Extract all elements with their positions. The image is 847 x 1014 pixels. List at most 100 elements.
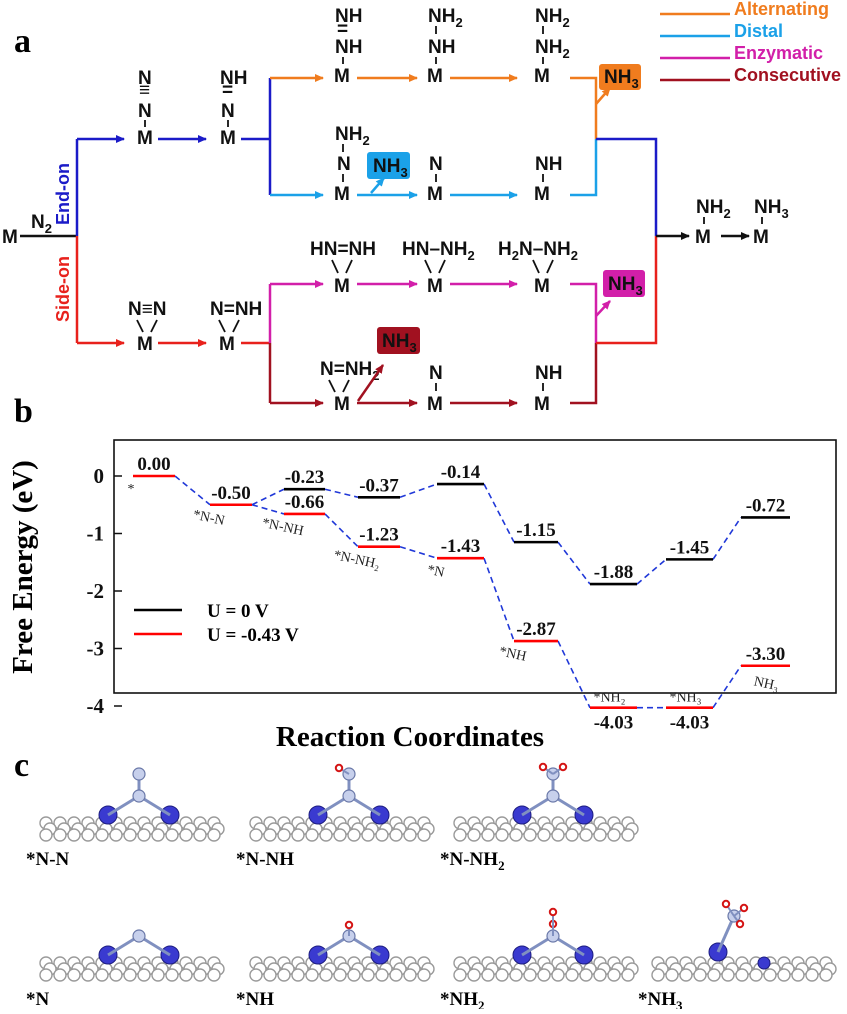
svg-text:M: M	[534, 276, 550, 297]
carbon-atom	[137, 968, 151, 982]
svg-text:M: M	[534, 184, 550, 205]
carbon-atom	[523, 968, 537, 982]
hydrogen-atom	[538, 762, 548, 772]
plot-frame	[113, 439, 837, 694]
hydrogen-atom	[344, 920, 354, 930]
end-on-label: End-on	[53, 163, 73, 225]
y-ticks: 0-1-2-3-4	[87, 464, 122, 718]
structure-item: *N-NH2	[440, 762, 639, 873]
pathway-connectors	[174, 475, 742, 709]
carbon-atom	[277, 968, 291, 982]
carbon-atom	[109, 968, 123, 982]
carbon-atom	[509, 828, 523, 842]
level-connector	[712, 516, 742, 560]
species-m-h2n-nh2: H2N–NH2 M	[498, 239, 578, 297]
carbon-atom	[151, 968, 165, 982]
end-on-branch: N ≡ N M NH = N M NH = NH	[77, 6, 658, 236]
energy-value-label: -0.66	[285, 492, 325, 513]
nitrogen-atom	[132, 929, 146, 943]
species-m-side-n: N M	[427, 363, 443, 415]
carbon-atom	[53, 968, 67, 982]
svg-text:NH2: NH2	[696, 197, 731, 221]
species-m-n-nh: NH = N M	[220, 68, 247, 149]
energy-levels: 0.00*-0.50*N-N-0.23-0.66*N-NH-0.37-1.23*…	[128, 454, 790, 734]
structure-label: *NH3	[638, 989, 683, 1009]
carbon-atom	[123, 828, 137, 842]
carbon-atom	[361, 968, 375, 982]
carbon-atom	[81, 828, 95, 842]
carbon-atom	[389, 968, 403, 982]
carbon-atom	[95, 828, 109, 842]
carbon-atom	[679, 968, 693, 982]
carbon-atom	[721, 968, 735, 982]
carbon-atom	[467, 968, 481, 982]
carbon-atom	[207, 968, 221, 982]
svg-text:NH: NH	[428, 37, 455, 58]
start-metal: M	[2, 227, 18, 248]
svg-text:M: M	[534, 394, 550, 415]
svg-text:M: M	[219, 334, 235, 355]
carbon-atom	[551, 968, 565, 982]
carbon-atom	[361, 828, 375, 842]
carbon-atom	[347, 828, 361, 842]
species-label: *NH₃	[669, 691, 701, 706]
nitrogen-atom	[132, 789, 146, 803]
svg-text:M: M	[220, 128, 236, 149]
structure-label: *N-NH2	[440, 849, 505, 873]
energy-value-label: -1.88	[594, 562, 634, 583]
energy-value-label: -4.03	[670, 713, 710, 734]
carbon-atom	[665, 968, 679, 982]
legend-item-u043: U = -0.43 V	[134, 625, 299, 646]
legend-label: Distal	[734, 21, 783, 41]
nh3-box-distal: NH3	[367, 152, 410, 180]
carbon-atom	[375, 828, 389, 842]
carbon-atom	[39, 828, 53, 842]
hydrogen-atom	[548, 907, 558, 917]
carbon-atom	[277, 828, 291, 842]
carbon-atom	[621, 968, 635, 982]
legend-label: Enzymatic	[734, 43, 823, 63]
svg-text:NH: NH	[335, 6, 362, 27]
carbon-atom	[467, 828, 481, 842]
carbon-atom	[179, 828, 193, 842]
carbon-atom	[291, 968, 305, 982]
hydrogen-atom	[739, 903, 749, 913]
carbon-atom	[523, 828, 537, 842]
carbon-atom	[403, 828, 417, 842]
svg-text:N: N	[337, 154, 351, 175]
carbon-atom	[453, 828, 467, 842]
legend-item-enzymatic: Enzymatic	[660, 43, 823, 63]
energy-value-label: -1.15	[516, 520, 556, 541]
nh3-box-consecutive: NH3	[377, 327, 420, 355]
nh3-box-alternating: NH3	[599, 64, 641, 91]
svg-text:NH3: NH3	[608, 274, 643, 298]
legend-item-consecutive: Consecutive	[660, 65, 841, 85]
start-species: M N2	[2, 212, 76, 248]
carbon-atom	[651, 968, 665, 982]
svg-text:H2N–NH2: H2N–NH2	[498, 239, 578, 263]
species-label: *N-NH₂	[332, 548, 381, 572]
carbon-atom	[263, 828, 277, 842]
energy-value-label: -0.50	[211, 483, 251, 504]
carbon-atom	[593, 968, 607, 982]
carbon-atom	[735, 968, 749, 982]
hydrogen-atom	[334, 763, 344, 773]
level-connector	[399, 545, 438, 559]
carbon-atom	[537, 968, 551, 982]
carbon-atom	[67, 828, 81, 842]
carbon-atom	[165, 828, 179, 842]
x-axis-label: Reaction Coordinates	[276, 721, 544, 753]
carbon-atom	[403, 968, 417, 982]
carbon-atom	[95, 968, 109, 982]
level-connector	[483, 557, 515, 642]
carbon-atom	[537, 828, 551, 842]
carbon-atom	[193, 968, 207, 982]
carbon-atom	[53, 828, 67, 842]
svg-text:NH: NH	[535, 154, 562, 175]
carbon-atom	[165, 968, 179, 982]
carbon-atom	[151, 828, 165, 842]
energy-value-label: -1.23	[359, 525, 399, 546]
structure-label: *N-N	[26, 849, 70, 870]
structure-label: *N-NH	[236, 849, 294, 870]
svg-text:M: M	[334, 394, 350, 415]
